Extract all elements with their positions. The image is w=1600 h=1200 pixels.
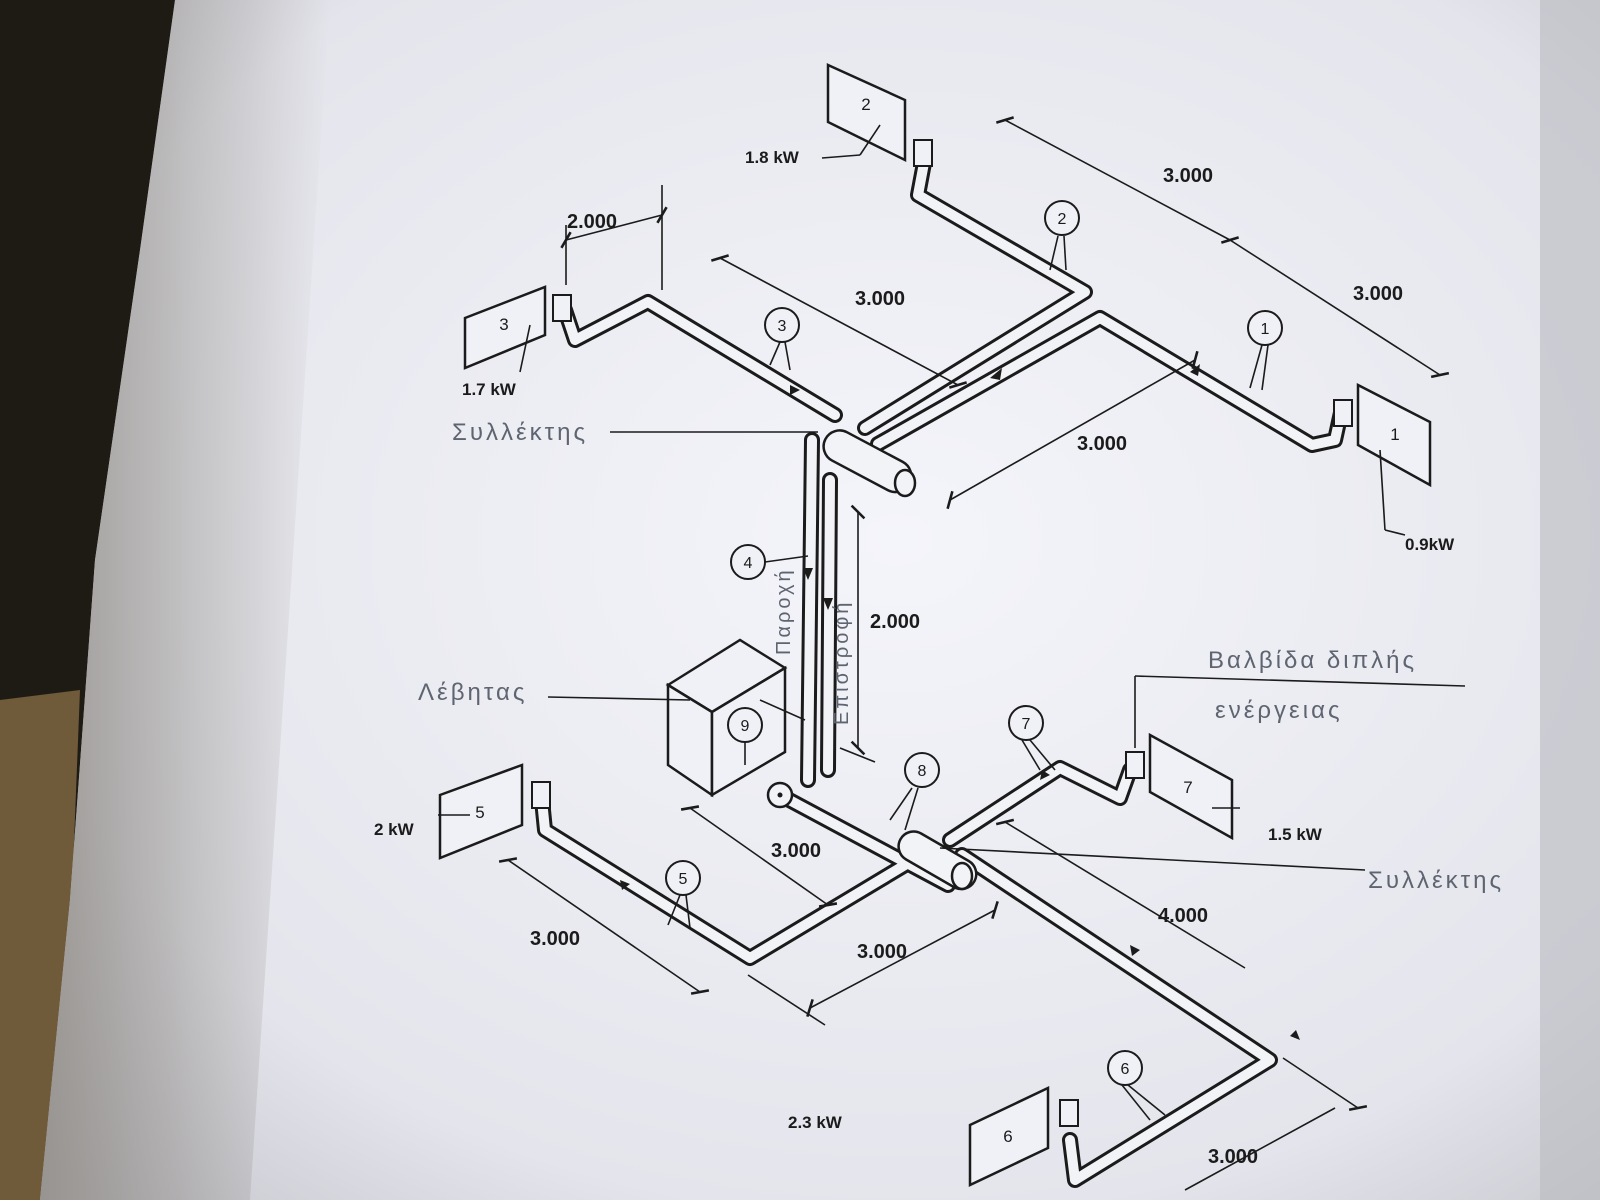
- radiator-number: 7: [1183, 778, 1192, 797]
- circuit-markers: [665, 200, 1283, 1086]
- valve-label-line2: ενέργειας: [1215, 697, 1343, 724]
- circuit-label: 2: [1058, 211, 1067, 228]
- radiator-panel-5: [438, 763, 551, 860]
- collector-label-bottom: Συλλέκτης: [1368, 867, 1504, 894]
- radiator-panel-7: [1125, 732, 1234, 841]
- radiator-panel-6: [968, 1086, 1079, 1187]
- circuit-label: 9: [741, 718, 750, 735]
- dimension-value: 3.000: [855, 288, 905, 310]
- circuit-label: 8: [918, 763, 927, 780]
- radiator-number: 5: [475, 803, 484, 822]
- radiator-power: 1.7 kW: [462, 380, 517, 399]
- page-shadow: [40, 0, 330, 1200]
- dimension-value: 2.000: [567, 211, 617, 233]
- supply-label: Παροχή: [773, 567, 795, 655]
- circuit-label: 5: [679, 871, 688, 888]
- radiator-number: 6: [1003, 1127, 1012, 1146]
- radiator-panel-1: [1333, 382, 1432, 488]
- right-edge-shade: [1540, 0, 1600, 1200]
- circuit-label: 4: [744, 555, 753, 572]
- dimension-value: 4.000: [1158, 905, 1208, 927]
- dimension-value: 2.000: [870, 611, 920, 633]
- circuit-label: 6: [1121, 1061, 1130, 1078]
- radiator-panel-3: [463, 285, 572, 370]
- dimension-value: 3.000: [1353, 283, 1403, 305]
- paper-page: [40, 0, 1600, 1200]
- collector-label-top: Συλλέκτης: [452, 419, 588, 446]
- dimension-value: 3.000: [1208, 1146, 1258, 1168]
- return-label: Επιστροφή: [831, 600, 853, 725]
- circuit-label: 3: [778, 318, 787, 335]
- radiator-panel-2: [826, 63, 933, 167]
- radiator-power: 1.5 kW: [1268, 825, 1323, 844]
- radiator-number: 1: [1390, 425, 1399, 444]
- radiator-power: 2 kW: [374, 820, 415, 839]
- dimension-value: 3.000: [1163, 165, 1213, 187]
- radiator-number: 3: [499, 315, 508, 334]
- radiator-power: 0.9kW: [1405, 535, 1455, 554]
- boiler-label: Λέβητας: [418, 679, 527, 706]
- collector-top-body: [822, 429, 917, 498]
- dimension-lines: [438, 116, 1466, 1191]
- radiator-power: 1.8 kW: [745, 148, 800, 167]
- radiator-power: 2.3 kW: [788, 1113, 843, 1132]
- radiator-number: 2: [861, 95, 870, 114]
- circuit-label: 7: [1022, 716, 1031, 733]
- dimension-value: 3.000: [530, 928, 580, 950]
- valve-label-line1: Βαλβίδα διπλής: [1208, 647, 1417, 674]
- dimension-value: 3.000: [1077, 433, 1127, 455]
- dimension-value: 3.000: [771, 840, 821, 862]
- circuit-label: 1: [1261, 321, 1270, 338]
- collector-bottom-body: [897, 830, 978, 891]
- dimension-value: 3.000: [857, 941, 907, 963]
